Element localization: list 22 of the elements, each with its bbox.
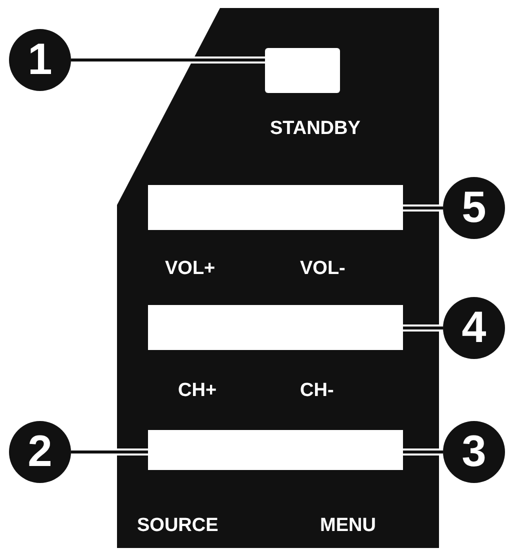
key-label: VOL- [300, 258, 346, 280]
callout-number: 1 [9, 29, 71, 91]
key-label: MENU [320, 515, 376, 537]
leader-line [71, 56, 265, 64]
key-label: CH+ [178, 380, 217, 402]
key-label: CH- [300, 380, 334, 402]
source-menu-key-bar [148, 430, 403, 470]
volume-key-bar [148, 185, 403, 230]
leader-line [403, 204, 443, 212]
callout-number: 3 [443, 421, 505, 483]
callout-number: 4 [443, 297, 505, 359]
key-label: SOURCE [137, 515, 218, 537]
leader-line [403, 324, 443, 332]
standby-key [265, 48, 340, 93]
channel-key-bar [148, 305, 403, 350]
leader-line [71, 448, 148, 456]
control-panel [117, 8, 439, 548]
leader-line [403, 448, 443, 456]
key-label: STANDBY [270, 118, 360, 140]
callout-number: 5 [443, 177, 505, 239]
key-label: VOL+ [165, 258, 216, 280]
callout-number: 2 [9, 421, 71, 483]
